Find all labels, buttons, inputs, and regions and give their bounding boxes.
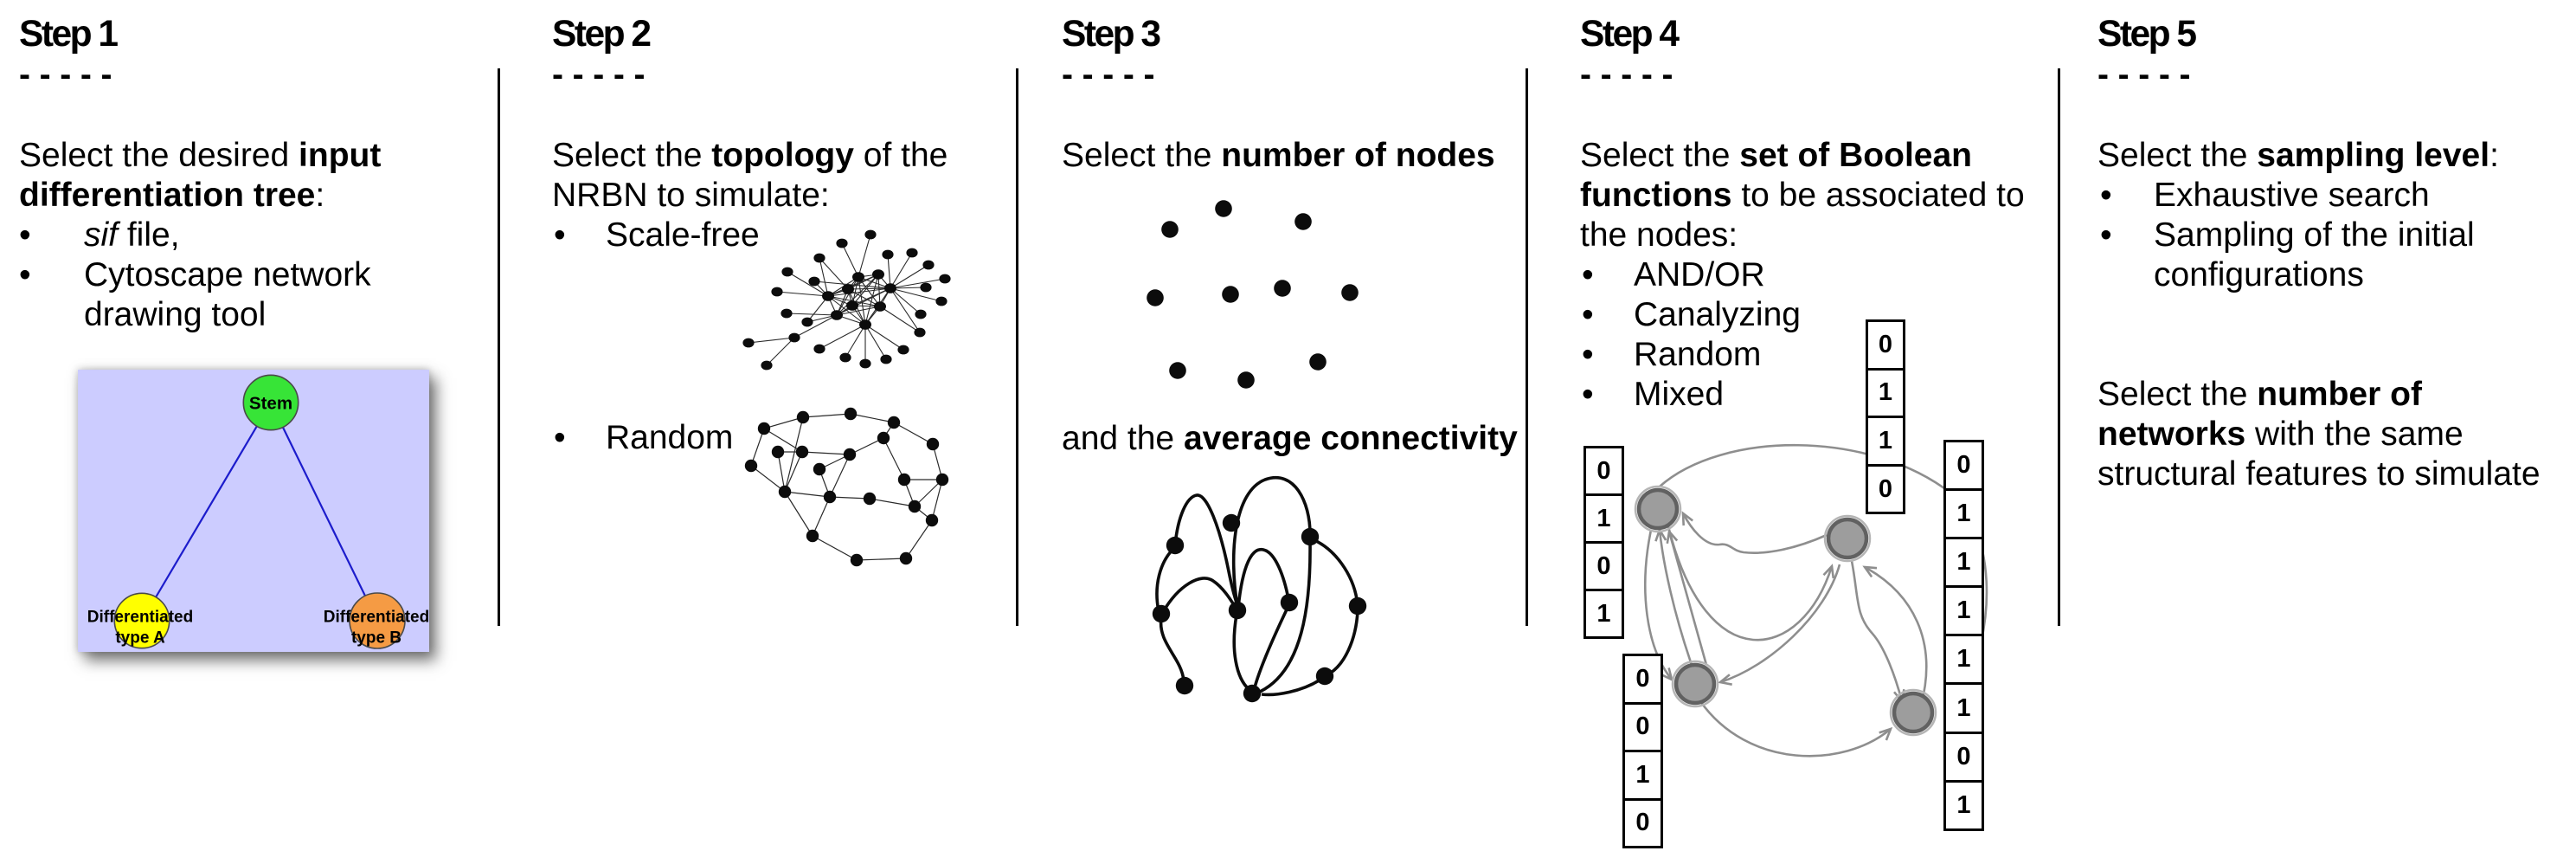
- svg-text:Stem: Stem: [249, 394, 292, 414]
- svg-text:type B: type B: [351, 629, 401, 648]
- svg-text:Differentiated: Differentiated: [324, 609, 429, 627]
- svg-text:Differentiated: Differentiated: [87, 609, 193, 627]
- svg-text:type A: type A: [115, 629, 165, 648]
